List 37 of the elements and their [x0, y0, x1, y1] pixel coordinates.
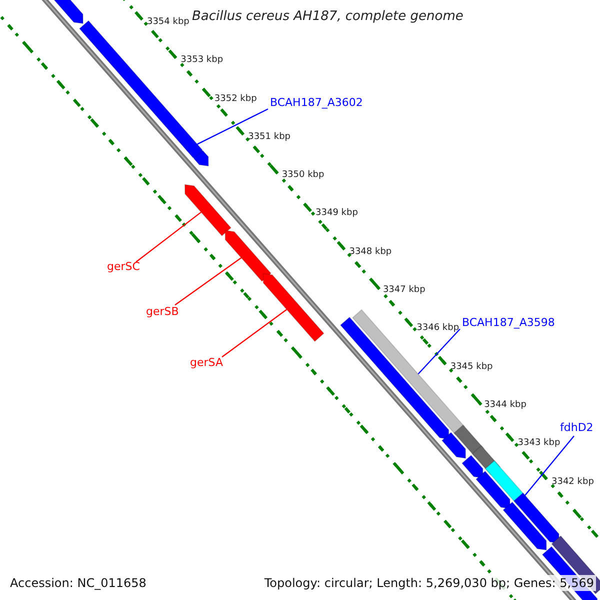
gene-label: gerSB	[146, 305, 179, 318]
accession-text: Accession: NC_011658	[8, 575, 148, 592]
scale-label: 3343 kbp	[518, 438, 560, 450]
scale-label: 3351 kbp	[248, 132, 290, 143]
gene-label: gerSA	[190, 356, 223, 370]
genome-summary-text: Topology: circular; Length: 5,269,030 bp; Genes: 5,569	[262, 575, 596, 592]
gene-segment	[193, 150, 209, 167]
gene-label: gerSC	[107, 260, 140, 274]
scale-label: 3347 kbp	[382, 285, 426, 296]
gene-segment	[184, 184, 232, 236]
scale-label: 3349 kbp	[316, 208, 358, 220]
scale-label: 3346 kbp	[416, 323, 460, 334]
scale-label: 3344 kbp	[484, 400, 526, 411]
gene-label: BCAH187_A3602	[270, 96, 363, 110]
leader-line	[197, 108, 268, 145]
gene-label: fdhD2	[560, 421, 594, 434]
gene-segment	[502, 501, 547, 551]
leader-line	[524, 436, 574, 496]
scale-label: 3354 kbp	[146, 16, 190, 28]
gene-segment	[441, 432, 466, 459]
leader-line	[418, 328, 460, 374]
leader-line	[174, 257, 242, 306]
gene-segment	[262, 273, 324, 342]
scale-label: 3345 kbp	[450, 362, 493, 372]
gene-segment	[224, 230, 272, 282]
leader-line	[222, 309, 288, 358]
scale-label: 3350 kbp	[282, 170, 324, 181]
scale-label: 3342 kbp	[552, 476, 594, 488]
scale-label: 3348 kbp	[349, 246, 392, 258]
gene-label: BCAH187_A3598	[462, 316, 555, 330]
scale-label: 3352 kbp	[214, 94, 257, 104]
leader-line	[136, 212, 202, 262]
gene-segment	[475, 470, 510, 510]
genome-title: Bacillus cereus AH187, complete genome	[192, 9, 464, 25]
gene-segment	[461, 454, 484, 478]
gene-segment	[513, 492, 560, 544]
scale-label: 3353 kbp	[180, 55, 224, 66]
